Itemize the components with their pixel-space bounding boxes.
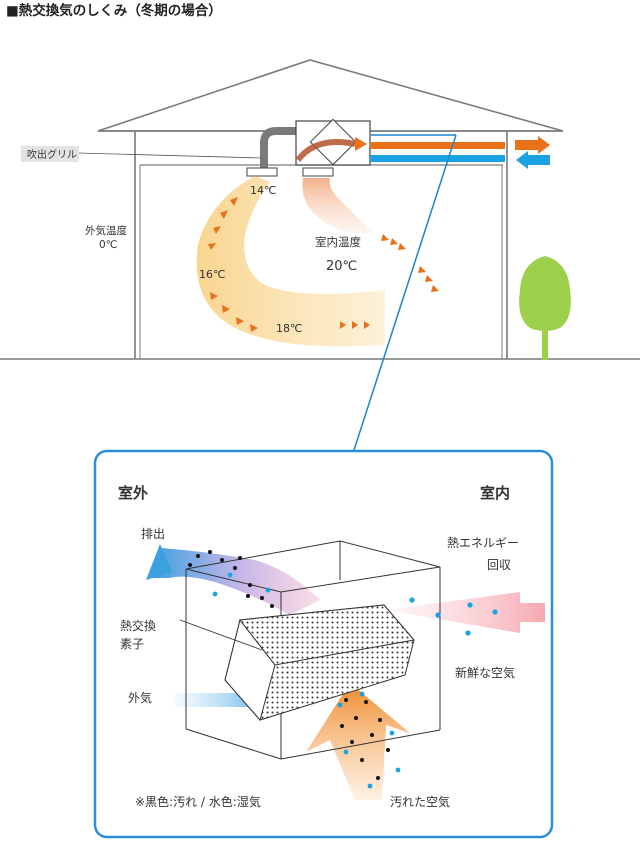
page-title: ■熱交換気のしくみ（冬期の場合） (6, 2, 222, 19)
exhaust-label: 排出 (141, 527, 165, 541)
intake-in-arrow (516, 151, 550, 169)
exhaust-out-arrow (515, 136, 550, 154)
indoor-label: 室内 (480, 484, 510, 502)
element-label-2: 素子 (120, 637, 144, 651)
outdoor-temp-label: 外気温度 (85, 224, 127, 237)
roof (97, 59, 564, 132)
temp-18: 18℃ (276, 322, 302, 335)
indoor-temp-value: 20℃ (326, 259, 357, 274)
temp-16: 16℃ (199, 268, 225, 281)
dirt-particles (188, 550, 390, 780)
moisture-particles (212, 572, 498, 789)
warm-air-flow (196, 176, 385, 347)
grille-label-box (21, 146, 79, 162)
grille-leader-line (78, 152, 263, 159)
heat-recovery-label-2: 回収 (487, 558, 511, 572)
fresh-air-label: 新鮮な空気 (455, 665, 515, 680)
ventilation-unit (295, 118, 371, 166)
outdoor-temp-value: 0℃ (99, 239, 117, 251)
tree (519, 256, 571, 360)
indoor-temp-label: 室内温度 (315, 235, 361, 249)
intake-pipe (370, 155, 505, 162)
outside-air-label: 外気 (128, 690, 152, 705)
heat-recovery-label-1: 熱エネルギー (447, 536, 519, 550)
dirty-air-label: 汚れた空気 (390, 794, 450, 809)
grille-right (302, 167, 334, 177)
warm-downdraft (302, 178, 372, 234)
outdoor-label: 室外 (118, 484, 148, 502)
exhaust-duct (260, 127, 297, 168)
heat-exchange-element (224, 604, 415, 722)
legend-note: ※黒色:汚れ / 水色:湿気 (135, 794, 261, 809)
temp-14: 14℃ (250, 184, 276, 197)
dirty-air-arrow (306, 683, 410, 800)
fresh-air-arrow (385, 592, 545, 633)
grille-left (246, 167, 278, 177)
grille-label: 吹出グリル (27, 148, 77, 161)
element-label-1: 熱交換 (120, 618, 156, 633)
connector-line-diagonal (353, 134, 457, 451)
element-leader-line (179, 619, 263, 651)
exhaust-pipe (370, 142, 505, 149)
airflow-arrowheads (208, 197, 439, 332)
exhaust-flow-head (146, 544, 172, 580)
